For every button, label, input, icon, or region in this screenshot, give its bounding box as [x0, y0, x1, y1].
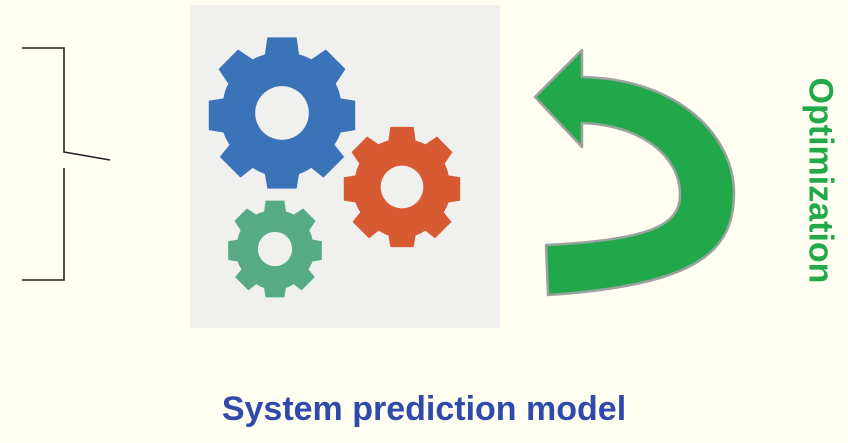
model-caption: System prediction model [221, 390, 627, 428]
arrow-shape [533, 48, 736, 297]
large-gear-icon [208, 37, 356, 189]
medium-gear-icon [343, 126, 461, 248]
large-gear-hole [255, 86, 309, 140]
medium-gear-hole [380, 165, 424, 209]
gears-graphic [208, 37, 461, 298]
gear-panel [190, 5, 500, 328]
curved-arrow-icon [533, 48, 736, 297]
input-bracket [22, 47, 111, 281]
optimization-label-container: Optimization [800, 25, 840, 335]
optimization-label: Optimization [801, 77, 840, 283]
small-gear-hole [257, 231, 293, 267]
small-gear-icon [228, 200, 322, 298]
